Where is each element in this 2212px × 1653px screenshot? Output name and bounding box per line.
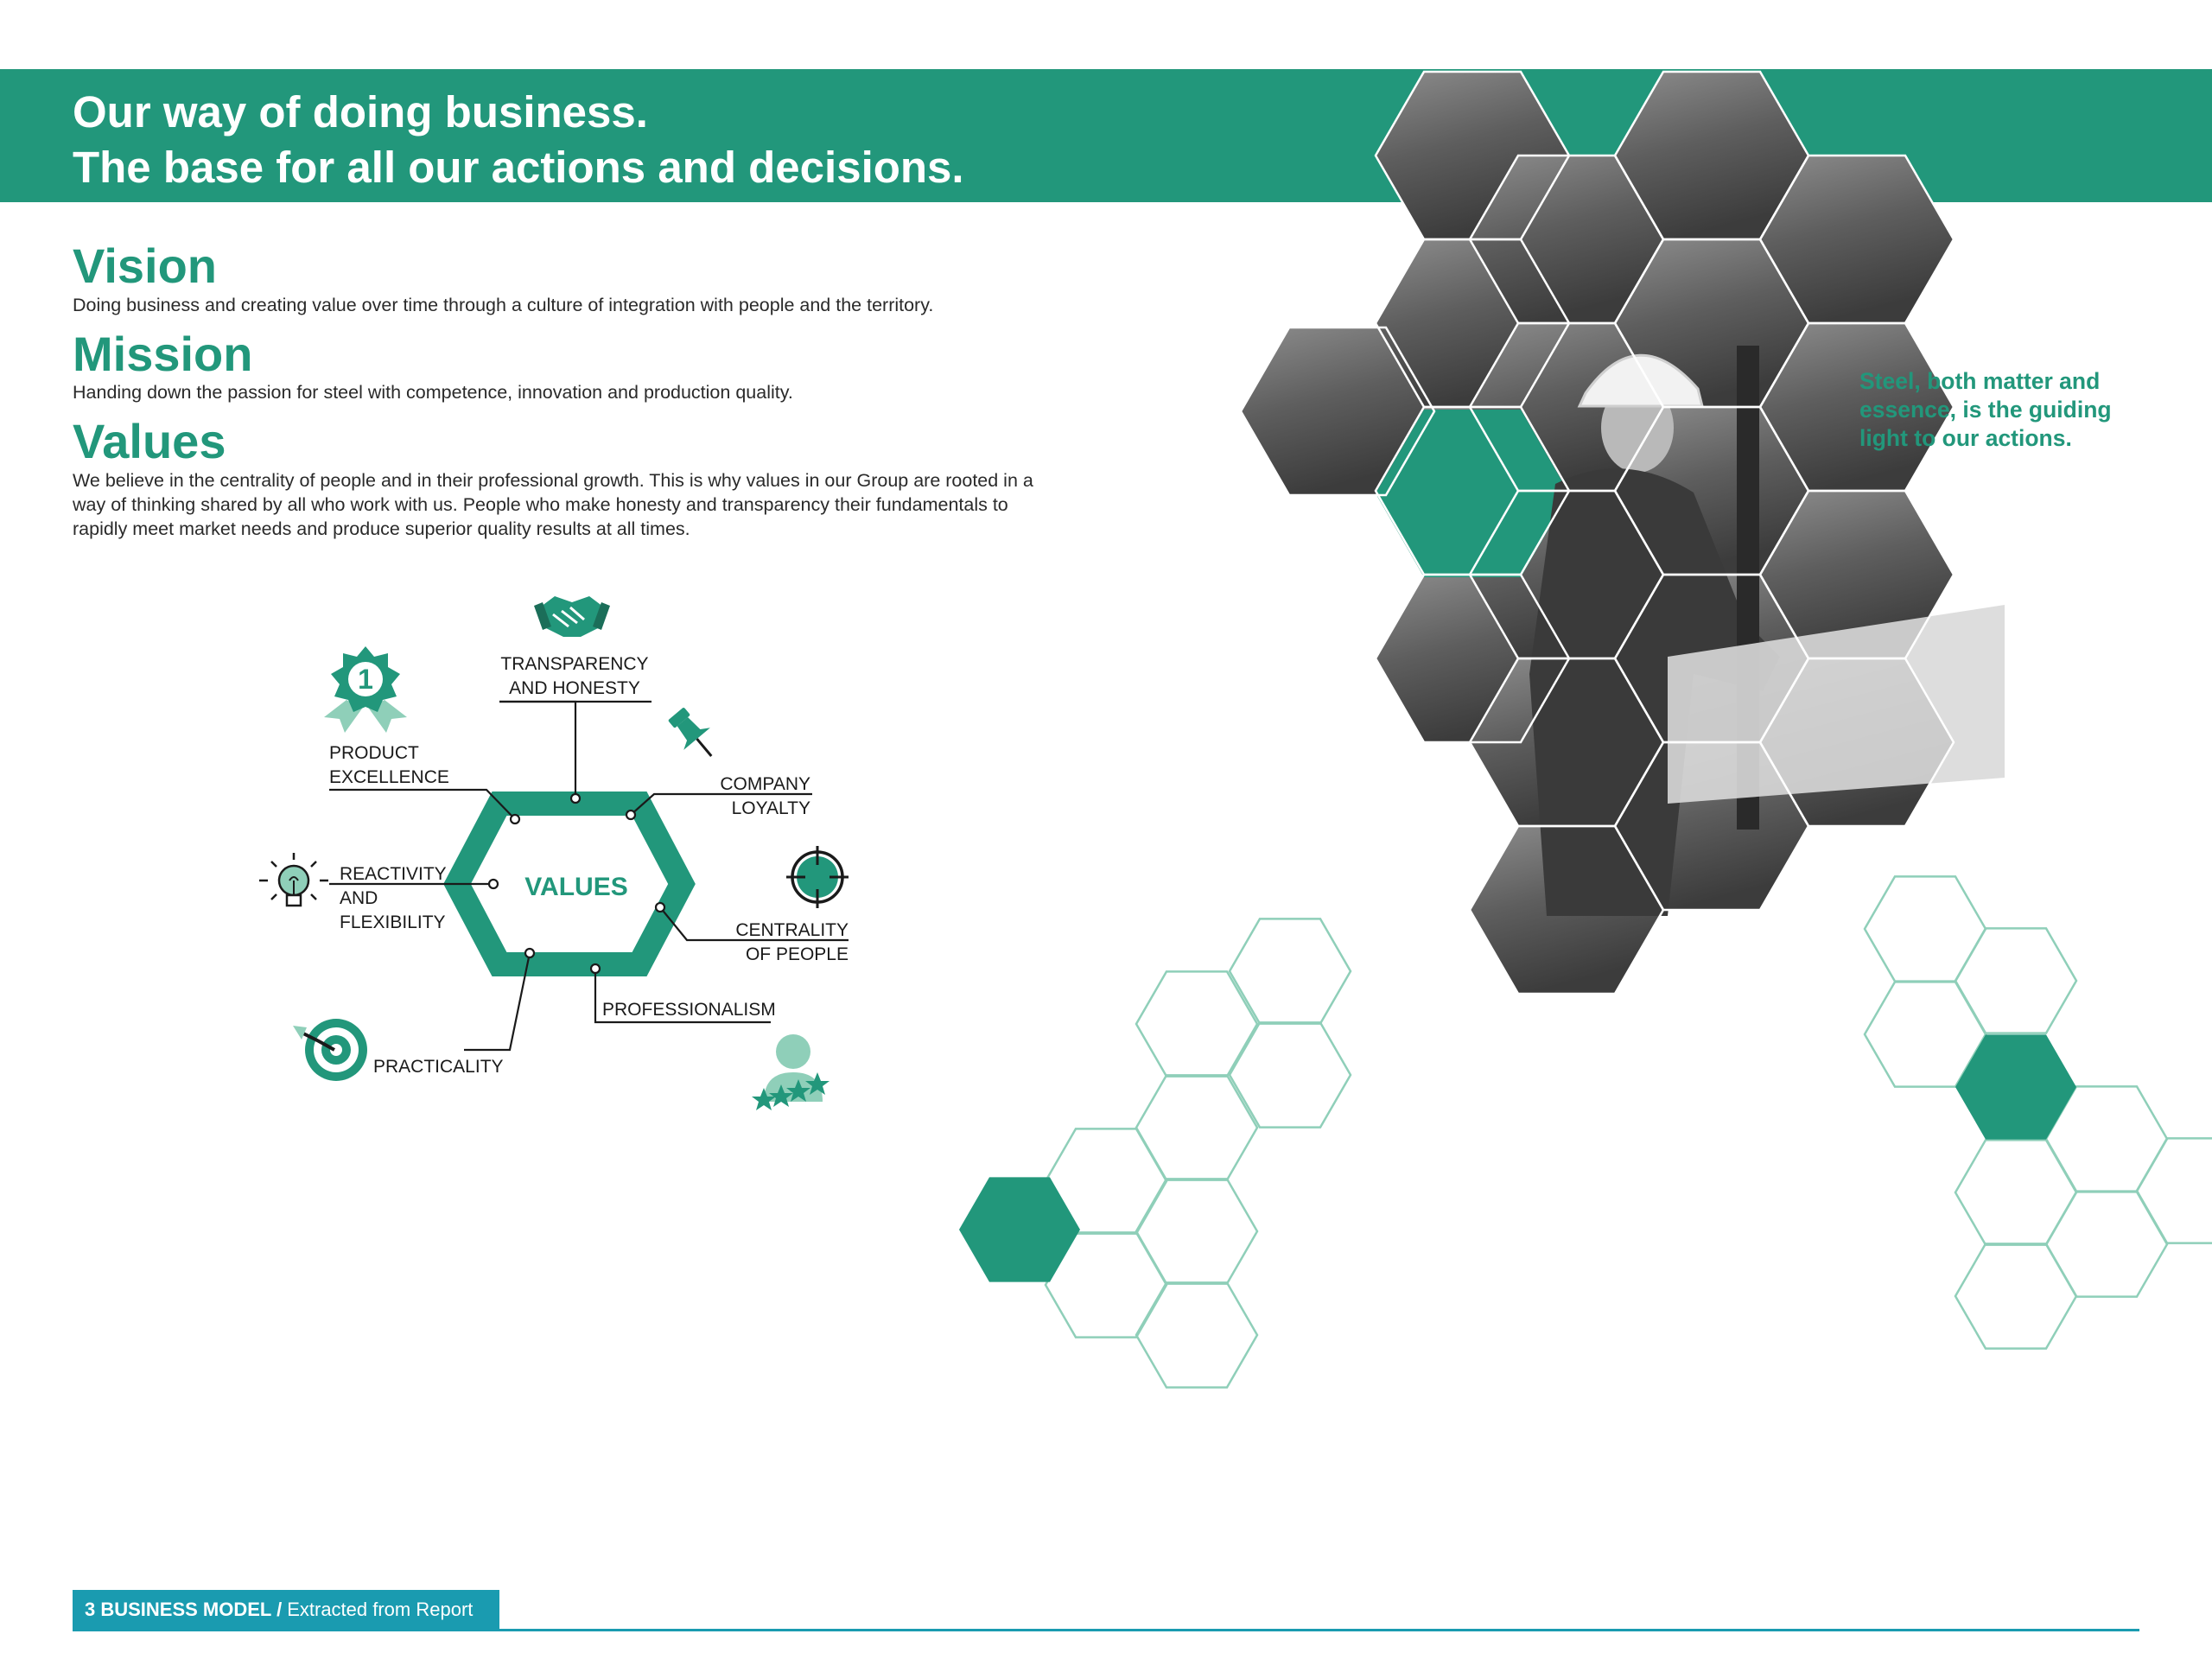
values-center-label: VALUES: [524, 873, 627, 901]
steel-quote: Steel, both matter and essence, is the g…: [1859, 368, 2112, 451]
photo-hexagon-outline: [1758, 657, 1955, 828]
lightbulb-icon: [259, 853, 328, 907]
values-heading: Values: [73, 414, 226, 468]
mission-text: Handing down the passion for steel with …: [73, 382, 793, 403]
outline-hexagon: [1135, 1178, 1259, 1285]
photo-hexagon: [1760, 156, 1954, 323]
footer-section-label: 3 BUSINESS MODEL /: [85, 1599, 283, 1620]
label-product-1: PRODUCT: [329, 743, 419, 763]
vision-heading: Vision: [73, 238, 218, 293]
worker-silhouette: [1529, 346, 2005, 916]
pushpin-icon: [668, 708, 713, 757]
outline-hexagon: [1954, 1139, 2078, 1246]
award-number: 1: [358, 664, 373, 695]
page-title: Our way of doing business. The base for …: [73, 85, 1369, 195]
collage-grid: [1239, 70, 1955, 995]
outline-hexagon: [2135, 1137, 2212, 1244]
person-stars-icon: [752, 1034, 830, 1110]
outline-hexagon: [1954, 1243, 2078, 1350]
label-practicality: PRACTICALITY: [373, 1057, 504, 1077]
mission-heading: Mission: [73, 327, 253, 381]
values-text: We believe in the centrality of people a…: [73, 470, 1033, 539]
photo-hexagon: [1470, 156, 1663, 323]
crosshair-target-icon: [786, 846, 849, 908]
label-transparency-2: AND HONESTY: [509, 678, 640, 698]
label-professionalism: PROFESSIONALISM: [602, 1000, 776, 1020]
handshake-icon: [534, 596, 610, 637]
outline-hexagon: [1228, 1021, 1352, 1128]
photo-hexagon: [1760, 323, 1954, 491]
label-centrality-2: OF PEOPLE: [746, 944, 849, 964]
label-product-2: EXCELLENCE: [329, 767, 449, 787]
photo-hexagon: [1241, 327, 1434, 495]
outline-hexagon: [1135, 1281, 1259, 1389]
connector-lines: [329, 700, 849, 1052]
photo-hexagon-outline: [1239, 326, 1436, 497]
label-reactivity-3: FLEXIBILITY: [340, 912, 446, 932]
dartboard-icon: [293, 1019, 367, 1081]
green-hexagon-right: [1955, 1034, 2076, 1140]
award-ribbon-icon: 1: [324, 646, 407, 733]
footer-rule: [73, 1629, 2139, 1631]
outline-hexagon: [1954, 927, 2078, 1034]
label-loyalty-1: COMPANY: [720, 774, 810, 794]
label-loyalty-2: LOYALTY: [732, 798, 810, 818]
label-reactivity-2: AND: [340, 888, 378, 908]
outline-hexagon: [1863, 875, 1987, 982]
page-title-line-2: The base for all our actions and decisio…: [73, 143, 964, 192]
outline-hexagon: [1863, 981, 1987, 1088]
green-hexagon-left: [959, 1177, 1080, 1282]
footer-sub-label: Extracted from Report: [287, 1599, 474, 1620]
footer-section-tab: 3 BUSINESS MODEL /Extracted from Report: [73, 1590, 499, 1630]
collage-green-hexagon: [1376, 410, 1569, 577]
vision-text: Doing business and creating value over t…: [73, 295, 934, 315]
connector-dots: [487, 792, 666, 975]
label-reactivity-1: REACTIVITY: [340, 864, 447, 884]
decorative-hexagon-pattern: [959, 875, 2212, 1389]
label-centrality-1: CENTRALITY: [735, 920, 849, 940]
outline-hexagon: [2044, 1191, 2169, 1298]
values-diagram: VALUES TRANSPARENCY AND HONESTY PRODUCT: [259, 596, 849, 1110]
photo-hexagon: [1760, 491, 1954, 658]
page-title-line-1: Our way of doing business.: [73, 87, 648, 137]
photo-hexagon: [1615, 72, 1808, 239]
label-transparency-1: TRANSPARENCY: [500, 654, 648, 674]
